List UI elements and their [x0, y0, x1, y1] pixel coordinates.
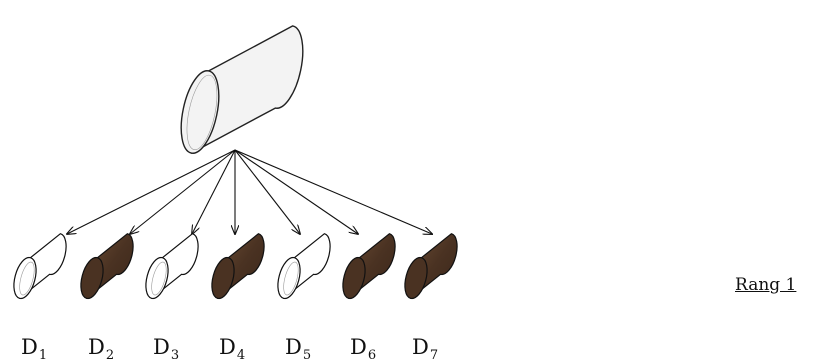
child-label-7: D7 [412, 335, 438, 360]
child-cylinder-4 [211, 233, 265, 300]
parent-cylinder [180, 25, 304, 154]
rank-label: Rang 1 [735, 275, 797, 295]
child-cylinder-group [13, 233, 458, 300]
arrow-to-child-2 [130, 149, 236, 234]
arrow-group [67, 149, 432, 234]
child-label-6: D6 [350, 335, 376, 360]
child-label-2: D2 [88, 335, 114, 360]
arrow-to-child-7 [234, 149, 432, 234]
arrow-to-child-3 [192, 149, 236, 234]
arrow-to-child-6 [234, 149, 358, 234]
child-label-5: D5 [285, 335, 311, 360]
child-cylinder-6 [342, 233, 396, 300]
child-label-4: D4 [219, 335, 245, 360]
child-cylinder-5 [277, 233, 331, 300]
child-cylinder-7 [404, 233, 458, 300]
arrow-to-child-1 [67, 149, 236, 234]
child-cylinder-2 [80, 233, 134, 300]
arrow-to-child-5 [234, 149, 300, 234]
child-label-group: D1 D2 D3 D4 D5 D6 D7 [21, 335, 438, 360]
child-cylinder-3 [145, 233, 199, 300]
child-cylinder-1 [13, 233, 67, 300]
child-label-1: D1 [21, 335, 47, 360]
child-label-3: D3 [153, 335, 179, 360]
